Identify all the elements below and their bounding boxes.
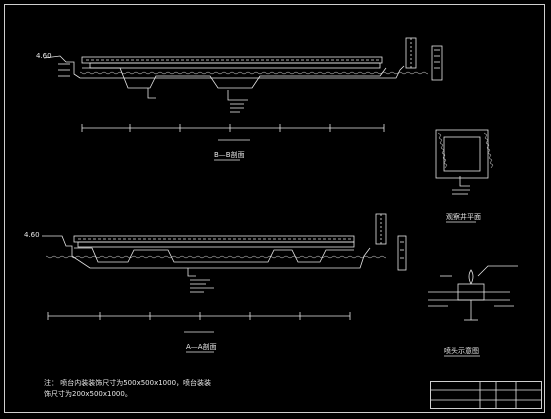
elevation-mark-top: 4.60 (36, 52, 52, 60)
nozzle-detail-label: 喷头示意图 (444, 347, 479, 355)
section-aa-dimension (47, 312, 351, 333)
note-line-1: 注： 喷台内装装饰尺寸为500x500x1000，喷台装装 (44, 379, 212, 387)
title-block (430, 381, 542, 409)
title-block-grid (430, 381, 542, 409)
section-aa-label: A—A剖面 (186, 343, 217, 351)
section-bb-drawing (43, 37, 443, 113)
nozzle-detail-drawing (428, 265, 518, 321)
plan-detail-label: 观察井平面 (446, 213, 481, 221)
note-line-2: 饰尺寸为200x500x1000。 (44, 390, 132, 398)
section-aa-drawing (42, 213, 407, 293)
section-bb-label: B—B剖面 (214, 151, 245, 159)
elevation-mark-bottom: 4.60 (24, 231, 40, 239)
drawing-frame (4, 4, 545, 413)
section-bb-dimension (81, 124, 385, 141)
plan-detail-drawing (435, 129, 494, 195)
